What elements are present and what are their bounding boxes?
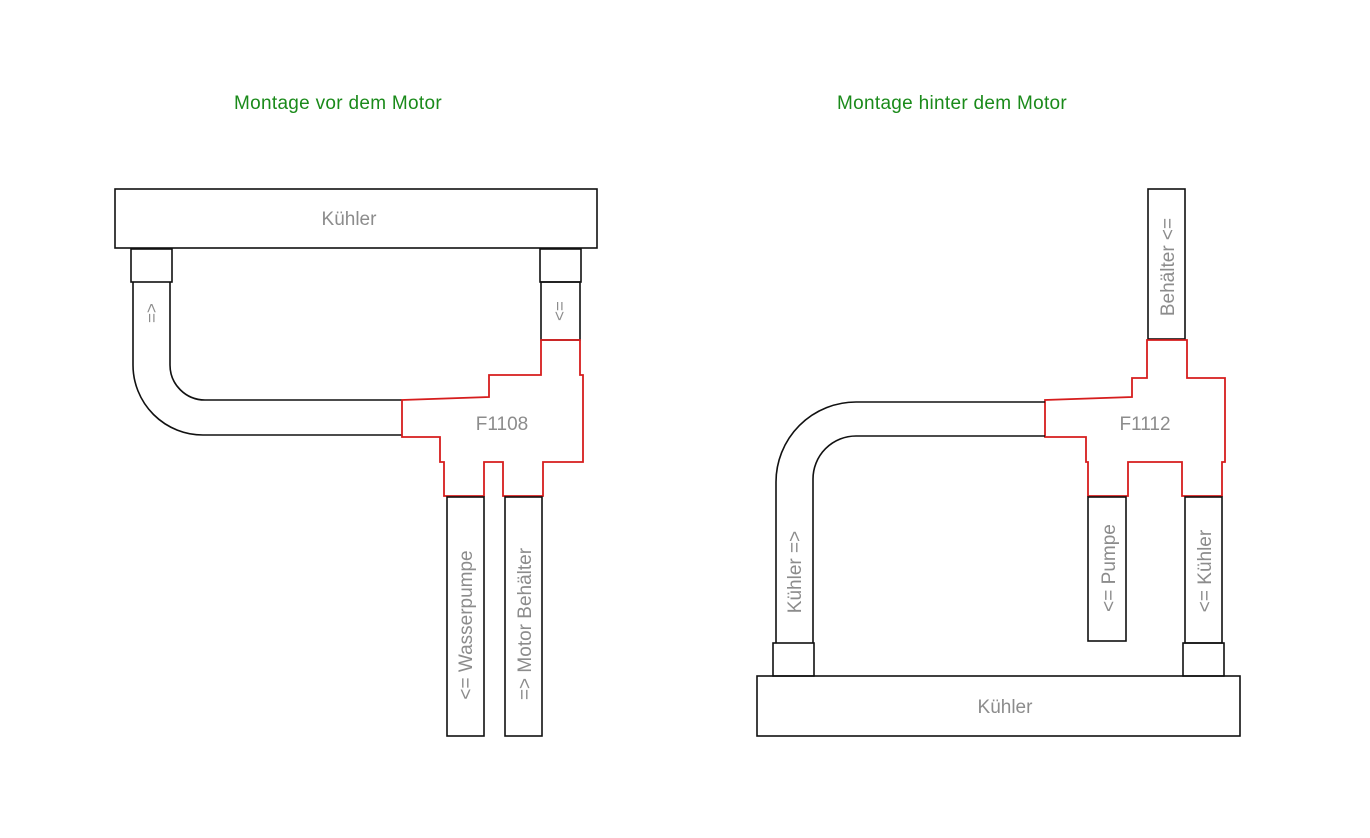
tank-pipe <box>1147 188 1186 340</box>
connector-f1108-label: F1108 <box>476 414 528 435</box>
left-pipe-label: <= <box>142 303 161 323</box>
left-pipe-outer <box>132 282 402 436</box>
water-pump-pipe-label: <= Wasserpumpe <box>456 550 477 699</box>
connector-f1112 <box>1044 339 1226 497</box>
right-diagram-title: Montage hinter dem Motor <box>837 93 1068 114</box>
right-pipe-sleeve <box>539 248 582 283</box>
motor-tank-pipe <box>504 496 543 737</box>
left-radiator <box>114 188 598 249</box>
left-pipe-inner <box>169 282 402 401</box>
motor-tank-pipe-label: => Motor Behälter <box>515 547 536 700</box>
connector-f1108 <box>401 339 584 497</box>
right-radiator <box>756 675 1241 737</box>
right-pipe-label: => <box>550 301 569 321</box>
left-radiator-label: Kühler <box>322 209 378 230</box>
left-diagram: Kühler <= => F1108 <= Wasserpumpe => Mot… <box>114 188 598 737</box>
left-diagram-title: Montage vor dem Motor <box>234 93 442 114</box>
return-pipe-label: <= Kühler <box>1195 529 1216 612</box>
water-pump-pipe <box>446 496 485 737</box>
pump-pipe <box>1087 496 1127 642</box>
radiator-pipe-outer <box>775 401 1045 643</box>
connector-f1112-label: F1112 <box>1119 414 1170 435</box>
radiator-pipe-inner <box>812 435 1045 643</box>
right-radiator-label: Kühler <box>978 697 1034 718</box>
tank-pipe-label: Behälter <= <box>1158 218 1179 316</box>
pump-pipe-label: <= Pumpe <box>1099 524 1120 612</box>
left-pipe-sleeve <box>130 248 173 283</box>
return-pipe-sleeve <box>1182 642 1225 677</box>
radiator-pipe-label: Kühler => <box>785 531 806 613</box>
right-diagram: Behälter <= F1112 Kühler => <= Pumpe <= … <box>756 188 1241 737</box>
radiator-pipe-sleeve <box>772 642 815 677</box>
